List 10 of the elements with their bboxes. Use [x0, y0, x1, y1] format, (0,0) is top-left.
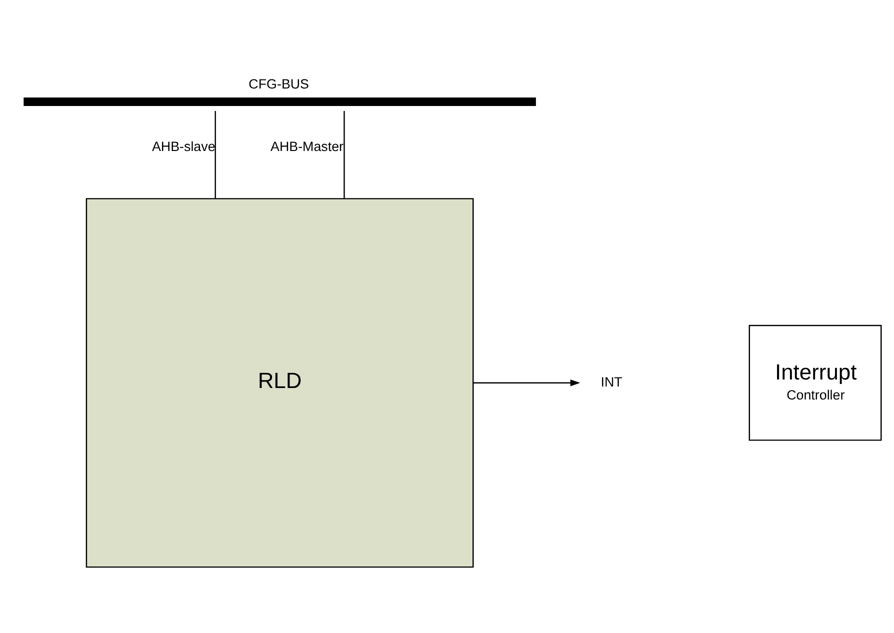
node-text: INT: [600, 374, 622, 389]
connector: [214, 110, 216, 198]
edge-label: AHB-slave: [151, 138, 215, 154]
node-box: RLD: [85, 198, 474, 568]
node-label: CFG-BUS: [248, 76, 309, 92]
edge-label: AHB-Master: [270, 138, 344, 154]
node-box: [23, 96, 536, 106]
connector: [343, 110, 344, 198]
node-box: Interrupt Controller: [748, 324, 882, 440]
arrow: [472, 378, 580, 386]
